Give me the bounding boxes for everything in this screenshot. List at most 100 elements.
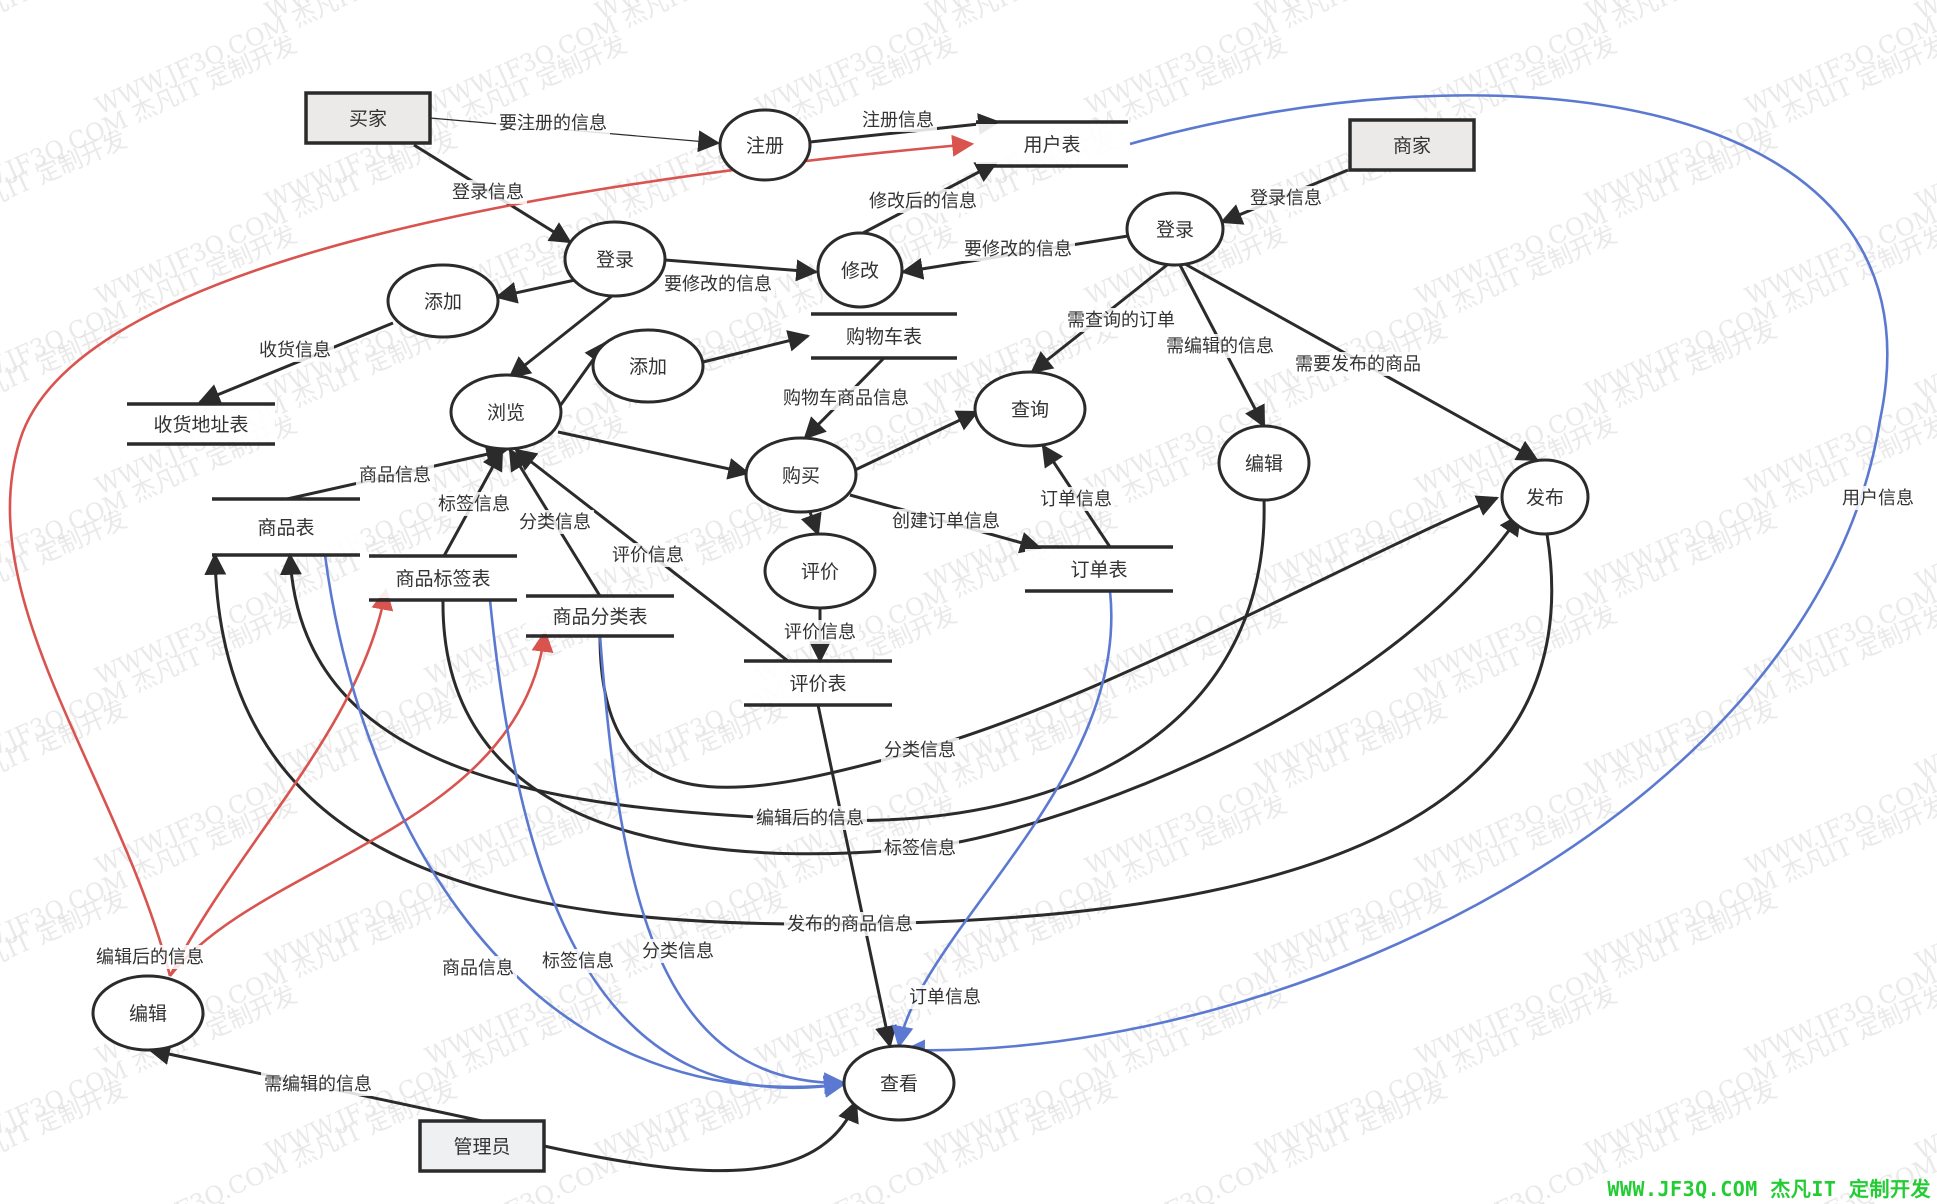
flow-label: 编辑后的信息	[756, 808, 864, 829]
flow-purchase-to-query	[854, 410, 979, 472]
flow-edit_admin-to-user_table	[8, 134, 975, 977]
watermark-text: WWW.JF3Q.COM 杰凡IT 定制开发	[1411, 505, 1781, 690]
process-login_buyer[interactable]: 登录	[563, 220, 667, 298]
process-label: 注册	[746, 135, 784, 157]
flow-login_buyer-to-add_address	[494, 278, 576, 304]
flow-user_table-to-view	[902, 94, 1889, 1062]
process-publish[interactable]: 发布	[1500, 458, 1590, 536]
store-background	[1025, 549, 1173, 589]
flow-label: 需编辑的信息	[1166, 336, 1274, 357]
flow-label-bg	[866, 189, 980, 213]
store-background	[976, 124, 1128, 164]
store-category_table[interactable]: 商品分类表	[526, 594, 674, 638]
flow-label-bg	[639, 939, 717, 963]
flow-label: 订单信息	[909, 987, 981, 1008]
flow-label-bg	[93, 945, 207, 969]
entity-label: 商家	[1393, 135, 1431, 157]
process-query[interactable]: 查询	[973, 370, 1087, 448]
store-background	[744, 663, 892, 703]
process-ellipse	[973, 370, 1087, 448]
flow-label-bg	[889, 509, 1003, 533]
flow-label: 标签信息	[542, 951, 614, 972]
store-background	[369, 558, 517, 598]
flow-label-bg	[449, 180, 527, 204]
store-background	[811, 316, 957, 356]
flow-label-bg	[784, 912, 916, 936]
entity-box	[304, 91, 432, 145]
process-ellipse	[386, 263, 500, 339]
store-address_table[interactable]: 收货地址表	[127, 402, 275, 446]
flow-label: 分类信息	[519, 512, 591, 533]
flow-label: 标签信息	[438, 494, 510, 515]
process-ellipse	[1500, 458, 1590, 536]
process-add_address[interactable]: 添加	[386, 263, 500, 339]
flow-label-bg	[1839, 486, 1917, 510]
entity-buyer[interactable]: 买家	[304, 91, 432, 145]
process-login_merchant[interactable]: 登录	[1125, 191, 1225, 267]
store-order_table[interactable]: 订单表	[1025, 545, 1173, 593]
flow-label-bg	[881, 738, 959, 762]
flow-label: 订单信息	[1040, 489, 1112, 510]
store-tag_table[interactable]: 商品标签表	[369, 554, 517, 602]
flow-label-bg	[356, 463, 434, 487]
process-label: 登录	[1156, 219, 1194, 241]
flow-label: 收货信息	[259, 340, 331, 361]
flow-label-bg	[1163, 334, 1277, 358]
process-ellipse	[91, 974, 205, 1052]
entity-admin[interactable]: 管理员	[418, 1119, 546, 1173]
process-label: 购买	[782, 465, 820, 487]
process-ellipse	[744, 436, 858, 514]
store-review_table[interactable]: 评价表	[744, 659, 892, 707]
process-ellipse	[842, 1044, 956, 1122]
flow-label-bg	[781, 620, 859, 644]
entity-merchant[interactable]: 商家	[1348, 118, 1476, 172]
flow-admin-to-view	[543, 1099, 859, 1173]
process-ellipse	[763, 532, 877, 610]
store-background	[526, 598, 674, 634]
flow-label: 商品信息	[442, 958, 514, 979]
process-edit_admin[interactable]: 编辑	[91, 974, 205, 1052]
watermark-text: WWW.JF3Q.COM 杰凡IT 定制开发	[1411, 695, 1781, 880]
process-label: 编辑	[129, 1003, 167, 1025]
store-user_table[interactable]: 用户表	[976, 120, 1128, 168]
process-ellipse	[449, 373, 563, 451]
watermark-text: WWW.JF3Q.COM 杰凡IT 定制开发	[1081, 885, 1451, 1070]
process-label: 修改	[841, 260, 879, 282]
flow-label: 分类信息	[642, 941, 714, 962]
flow-label-bg	[539, 949, 617, 973]
process-browse[interactable]: 浏览	[449, 373, 563, 451]
process-edit_merchant[interactable]: 编辑	[1217, 424, 1311, 502]
store-cart_table[interactable]: 购物车表	[811, 312, 957, 360]
store-label: 收货地址表	[153, 414, 248, 436]
flow-label-bg	[661, 272, 775, 296]
watermark-text: WWW.JF3Q.COM 杰凡IT 定制开发	[1081, 505, 1451, 690]
process-add_cart[interactable]: 添加	[591, 328, 705, 404]
process-register[interactable]: 注册	[718, 108, 812, 182]
watermark-text: WWW.JF3Q.COM 杰凡IT 定制开发	[1411, 315, 1781, 500]
flow-label: 需要发布的商品	[1295, 354, 1421, 375]
process-purchase[interactable]: 购买	[744, 436, 858, 514]
flow-browse-to-purchase	[557, 430, 751, 480]
store-label: 订单表	[1070, 559, 1127, 581]
process-review[interactable]: 评价	[763, 532, 877, 610]
process-view[interactable]: 查看	[842, 1044, 956, 1122]
process-modify[interactable]: 修改	[816, 231, 904, 309]
flow-product_table-to-view	[323, 554, 847, 1098]
flow-label-bg	[753, 806, 867, 830]
nodes-layer: 买家商家管理员注册登录修改添加添加浏览购买查询评价登录编辑发布编辑查看用户表购物…	[91, 91, 1590, 1173]
flow-label: 评价信息	[784, 622, 856, 643]
flow-label: 需编辑的信息	[264, 1074, 372, 1095]
watermark-text: WWW.JF3Q.COM 杰凡IT 定制开发	[91, 695, 461, 880]
flow-label: 创建订单信息	[892, 511, 1000, 532]
flow-label-bg	[256, 338, 334, 362]
flow-label-bg	[516, 510, 594, 534]
flow-add_cart-to-cart_table	[702, 330, 811, 364]
flow-label-bg	[1064, 308, 1178, 332]
flow-label-bg	[435, 492, 513, 516]
store-product_table[interactable]: 商品表	[212, 497, 360, 557]
watermark-text: WWW.JF3Q.COM 杰凡IT 定制开发	[1411, 885, 1781, 1070]
flow-add_address-to-address_table	[197, 321, 394, 405]
process-label: 添加	[629, 356, 667, 378]
